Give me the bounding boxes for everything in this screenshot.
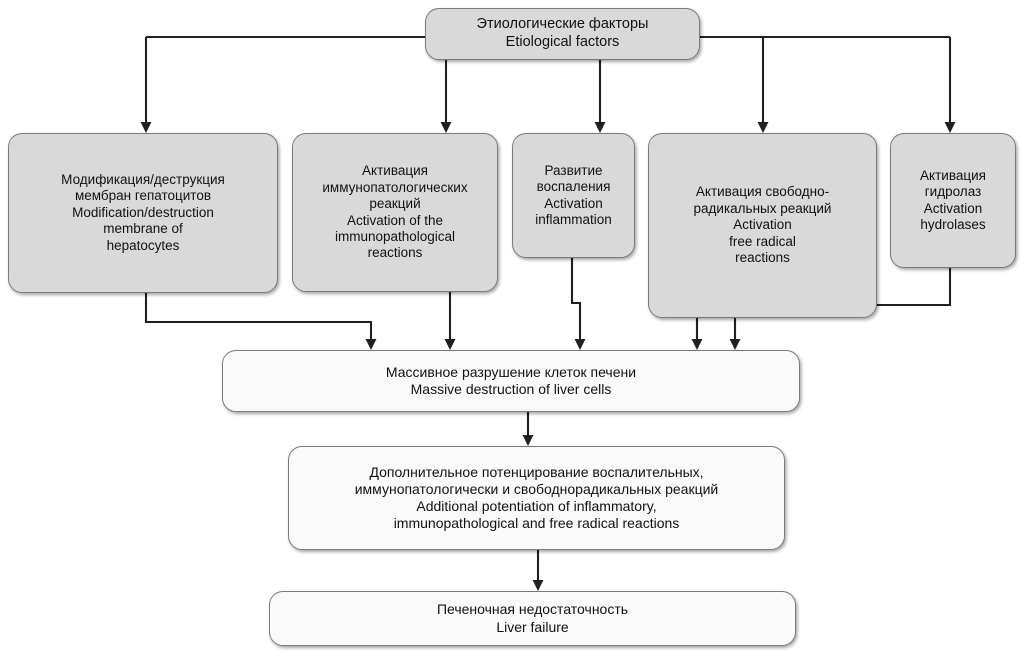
node-liver-failure[interactable]: Печеночная недостаточность Liver failure [269,591,796,646]
node-membrane-modification-label: Модификация/деструкция мембран гепатоцит… [61,171,225,253]
node-inflammation-development-label: Развитие воспаления Activation inflammat… [535,162,612,227]
node-massive-destruction[interactable]: Массивное разрушение клеток печени Massi… [222,350,800,412]
node-hydrolase-activation-label: Активация гидролаз Activation hydrolases [920,167,986,232]
node-inflammation-development[interactable]: Развитие воспаления Activation inflammat… [512,133,635,258]
node-free-radical-activation[interactable]: Активация свободно- радикальных реакций … [648,133,877,318]
node-membrane-modification[interactable]: Модификация/деструкция мембран гепатоцит… [8,133,278,293]
node-immunopathological-activation[interactable]: Активация иммунопатологических реакций A… [292,133,498,292]
connector-inflammation-to-massive [570,258,586,350]
node-massive-destruction-label: Массивное разрушение клеток печени Massi… [385,363,637,397]
node-additional-potentiation[interactable]: Дополнительное потенцирование воспалител… [288,446,785,550]
connector-membrane-to-massive [144,293,377,350]
node-etiological-factors-label: Этиологические факторы Etiological facto… [476,16,649,50]
node-free-radical-activation-label: Активация свободно- радикальных реакций … [693,184,832,266]
node-additional-potentiation-label: Дополнительное потенцирование воспалител… [354,463,719,532]
node-immunopathological-activation-label: Активация иммунопатологических реакций A… [322,163,468,261]
node-liver-failure-label: Печеночная недостаточность Liver failure [436,601,629,635]
node-hydrolase-activation[interactable]: Активация гидролаз Activation hydrolases [890,133,1016,268]
node-etiological-factors[interactable]: Этиологические факторы Etiological facto… [425,8,700,60]
